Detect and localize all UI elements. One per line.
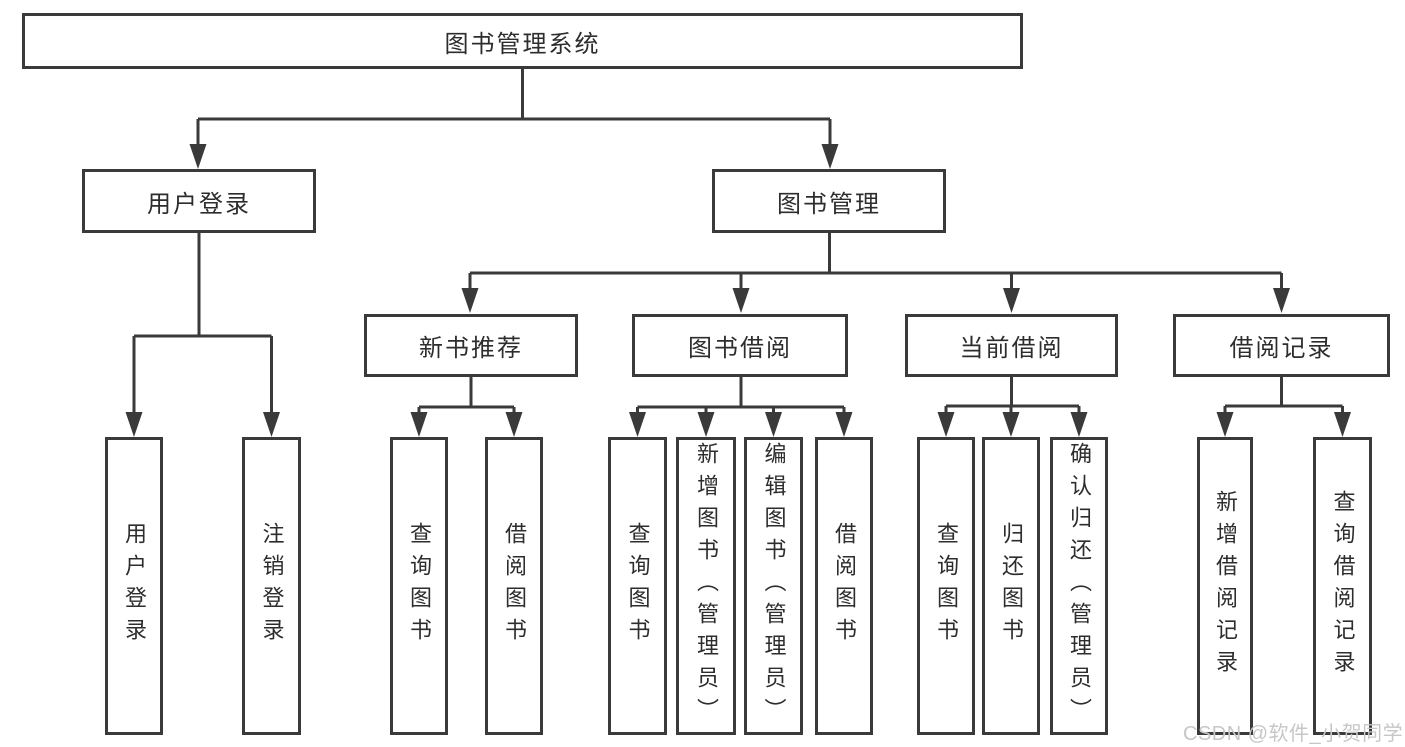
arrowheads-book-borrow-leaves: [629, 412, 853, 437]
arrowheads-user-login-leaves: [125, 412, 280, 437]
node-label: 用户登录: [122, 522, 147, 650]
node-label: 用户登录: [147, 190, 251, 218]
connector-current-borrow-to-leaves: [944, 377, 1081, 414]
node-label: 确认归还（管理员）: [1067, 442, 1092, 730]
node-label: 注销登录: [259, 522, 285, 650]
leaf-confirm-return-admin: 确认归还（管理员）: [1050, 437, 1108, 735]
node-label: 图书借阅: [688, 335, 792, 362]
leaf-add-books-admin: 新增图书（管理员）: [676, 437, 736, 735]
arrowheads-current-borrow-leaves: [937, 412, 1088, 437]
node-new-book-recommend: 新书推荐: [364, 314, 578, 377]
node-label: 查询借阅记录: [1330, 490, 1356, 682]
arrowheads-level2: [189, 144, 839, 169]
node-label: 图书管理: [777, 190, 881, 218]
leaf-return-books: 归还图书: [982, 437, 1040, 735]
leaf-query-books-recommend: 查询图书: [390, 437, 448, 735]
node-book-borrowing: 图书借阅: [632, 314, 848, 377]
leaf-query-borrow-record: 查询借阅记录: [1313, 437, 1372, 735]
connector-borrow-record-to-leaves: [1223, 377, 1344, 414]
leaf-edit-books-admin: 编辑图书（管理员）: [744, 437, 803, 735]
node-label: 新增借阅记录: [1213, 490, 1238, 682]
node-label: 查询图书: [625, 522, 651, 650]
connector-book-borrow-to-leaves: [636, 377, 846, 414]
connector-book-mgmt-to-level3: [468, 233, 1283, 290]
node-book-management: 图书管理: [712, 169, 946, 233]
arrowheads-new-book-leaves: [410, 412, 523, 437]
node-user-login: 用户登录: [82, 169, 316, 233]
node-label: 归还图书: [999, 522, 1024, 650]
node-label: 新增图书（管理员）: [694, 442, 719, 730]
node-borrowing-records: 借阅记录: [1173, 314, 1390, 377]
node-label: 查询图书: [934, 522, 959, 650]
csdn-watermark: CSDN @软件_小贺同学: [1183, 723, 1404, 745]
node-label: 借阅记录: [1229, 335, 1334, 362]
node-library-system: 图书管理系统: [22, 13, 1023, 69]
node-label: 当前借阅: [959, 335, 1064, 362]
leaf-logout: 注销登录: [242, 437, 301, 735]
connector-root-to-level2: [196, 69, 832, 146]
arrowheads-borrow-record-leaves: [1216, 412, 1351, 437]
node-label: 编辑图书（管理员）: [761, 442, 787, 730]
leaf-query-books-current: 查询图书: [917, 437, 975, 735]
arrowheads-level3: [461, 288, 1290, 313]
node-current-borrowing: 当前借阅: [905, 314, 1118, 377]
node-label: 借阅图书: [502, 522, 527, 650]
connector-user-login-to-leaves: [132, 233, 273, 414]
node-label: 借阅图书: [832, 522, 857, 650]
leaf-query-books-borrowing: 查询图书: [608, 437, 667, 735]
connector-new-book-to-leaves: [417, 377, 516, 414]
node-label: 新书推荐: [419, 335, 523, 362]
leaf-borrow-books-recommend: 借阅图书: [485, 437, 543, 735]
leaf-user-login: 用户登录: [105, 437, 163, 735]
leaf-add-borrow-record: 新增借阅记录: [1197, 437, 1253, 735]
node-label: 查询图书: [407, 522, 432, 650]
leaf-borrow-books: 借阅图书: [815, 437, 873, 735]
node-label: 图书管理系统: [444, 30, 601, 58]
